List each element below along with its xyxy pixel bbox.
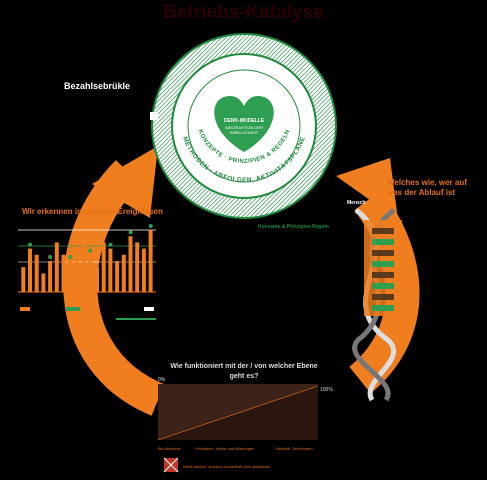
chart-bar — [74, 248, 79, 292]
heart-icon — [214, 96, 274, 152]
chart-bar — [135, 242, 140, 292]
chart-bar — [88, 254, 93, 292]
dna-strip — [352, 207, 402, 402]
chart-marker — [88, 248, 93, 253]
dna-rung — [372, 283, 394, 289]
legend-swatch-white — [144, 307, 154, 311]
chart-bar — [128, 236, 133, 292]
chart-bar — [61, 254, 66, 292]
chart-bar — [68, 261, 73, 292]
dna-rung — [372, 272, 394, 278]
chart-bar — [121, 254, 126, 292]
chart-bar — [101, 242, 106, 292]
chart-bar — [48, 261, 53, 292]
cycle-arrow-head-right — [336, 158, 398, 220]
chart-marker — [128, 230, 133, 235]
inner-disc-ring — [187, 69, 301, 183]
footer-label-2: Prinzipien, Werte und Wirkungen — [196, 446, 255, 451]
chart-marker — [48, 255, 53, 259]
chart-bar — [28, 248, 32, 292]
legend-swatch-orange — [20, 307, 30, 311]
dna-rung — [372, 239, 394, 245]
heart-subtitle-2: WIRKLICHKEIT — [229, 130, 259, 135]
percent-right-label: 100% — [320, 387, 333, 393]
dna-rungs — [372, 228, 394, 311]
outer-ring-edge — [151, 33, 337, 219]
dna-rung — [372, 261, 394, 267]
chart-bar — [41, 273, 46, 292]
bottom-note: Nicht wirklich, sondern modellhaft und a… — [183, 464, 271, 469]
dna-rung — [372, 294, 394, 300]
circle-side-mark — [150, 112, 158, 120]
legend-swatch-green — [66, 307, 80, 311]
chart-marker — [28, 242, 33, 247]
bar-chart — [18, 224, 156, 320]
chart-bar — [54, 242, 59, 292]
chart-bars — [21, 224, 153, 292]
bottom-question: Wie funktioniert mit der / von welcher E… — [170, 363, 318, 380]
right-label: Welches wie, wer auf was der Ablauf ist — [387, 178, 467, 197]
chart-bar — [141, 248, 146, 292]
right-small-label: Mensch — [347, 200, 366, 206]
chart-bar — [115, 261, 120, 292]
top-left-label: Bezahlsebrükle — [64, 81, 131, 91]
chart-bar — [34, 254, 39, 292]
chart-bar — [108, 248, 113, 292]
dna-panel — [364, 220, 402, 316]
dna-rung — [372, 250, 394, 256]
percent-left-label: 0% — [158, 377, 166, 383]
page-title: Betriebs-Katalyse — [163, 2, 324, 23]
footer-label-1: Bio-Methode — [158, 446, 181, 451]
dna-rung — [372, 228, 394, 234]
chart-marker — [68, 255, 73, 259]
chart-marker — [108, 242, 113, 247]
chart-marker — [148, 224, 153, 228]
heart-title: DENK-MODELLE — [223, 118, 265, 124]
footer-label-3: Aktivität, Teilnehmen — [276, 446, 313, 451]
legend-bar — [116, 318, 156, 320]
cycle-arrow-head-left — [92, 146, 158, 218]
chart-bar — [95, 267, 99, 292]
cycle-arc — [63, 159, 166, 416]
chart-bar — [148, 230, 153, 292]
chart-bar — [81, 236, 86, 292]
chart-bar — [21, 267, 26, 292]
heart-subtitle-1: ABSTRAKTION DER — [225, 125, 263, 130]
green-caption: Konzepte & Prinzipien Regeln — [258, 224, 329, 230]
left-label: Wir erkennen in unseren Ereignissen — [22, 207, 163, 216]
dna-rung — [372, 305, 394, 311]
area-diagonal — [157, 385, 319, 441]
